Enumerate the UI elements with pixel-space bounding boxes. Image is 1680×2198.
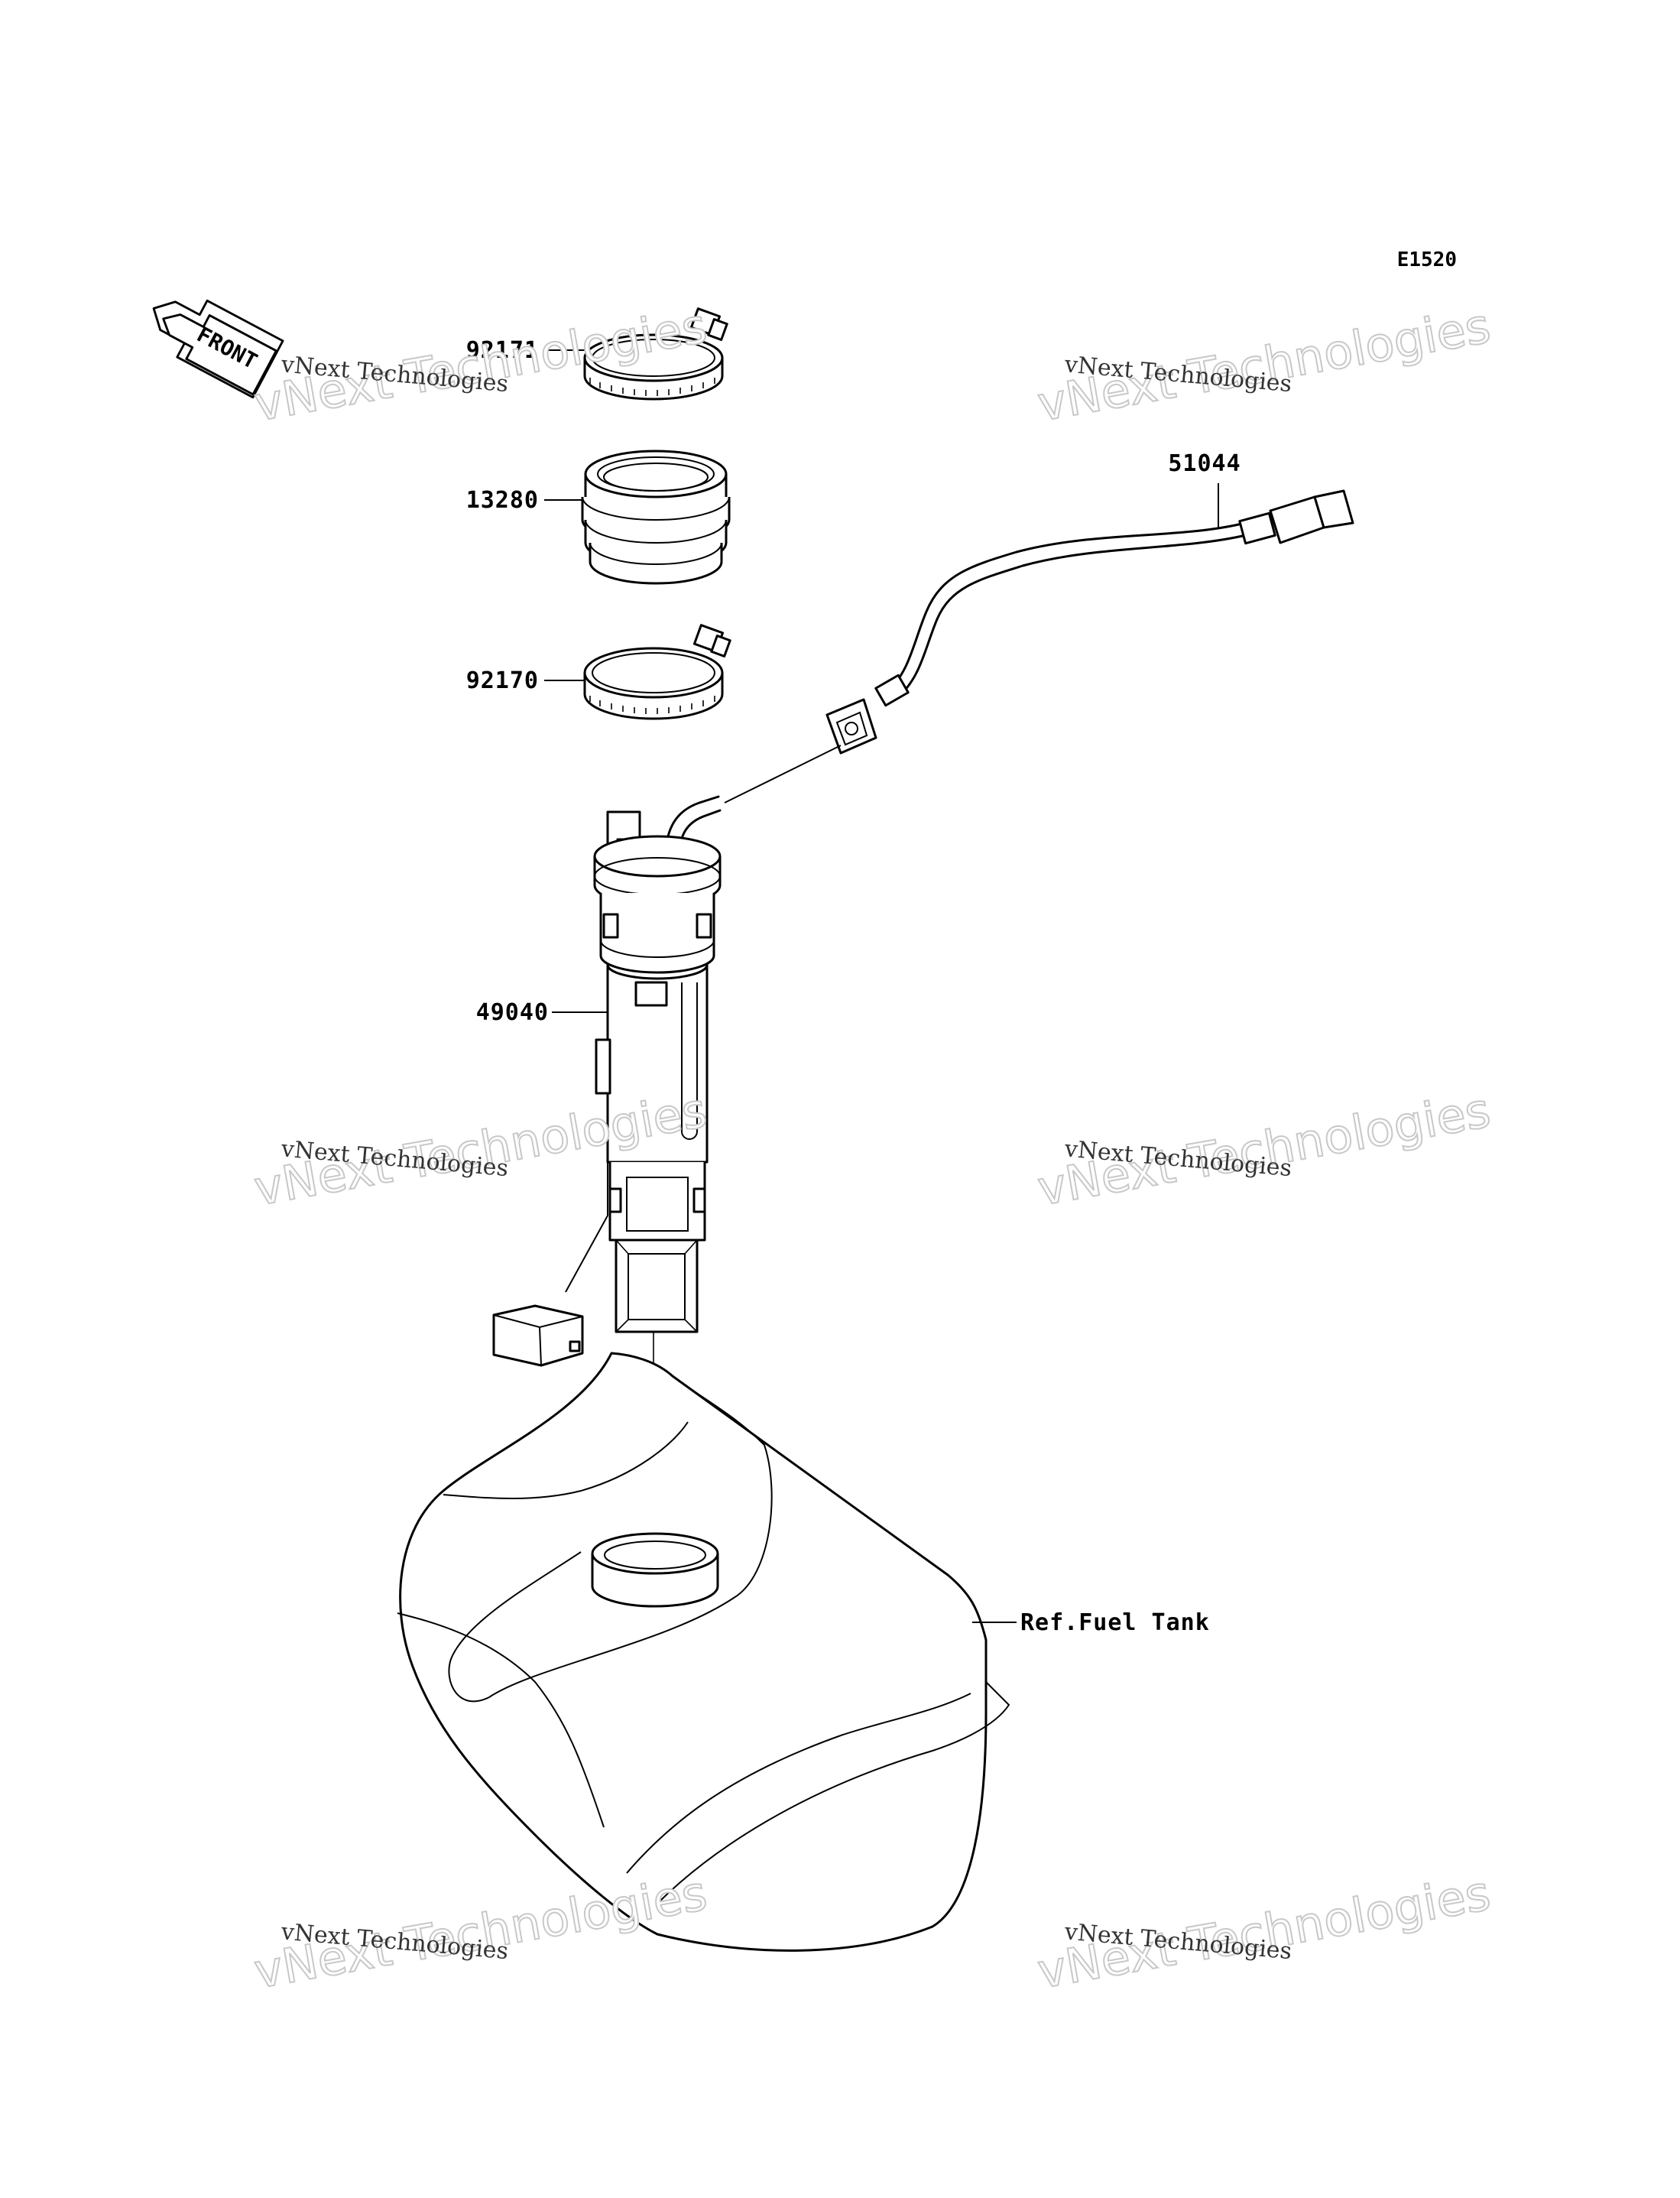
part-label-51044: 51044 [1168,450,1241,477]
hose-clamp-92170 [583,624,731,720]
watermark: vNext Technologies vNext Technologies [249,1864,712,2000]
reference-label-fuel-tank: Ref.Fuel Tank [1020,1609,1210,1636]
part-label-13280: 13280 [466,487,539,514]
part-label-92170: 92170 [466,667,539,694]
front-direction-arrow: FRONT [152,299,284,399]
part-label-92171: 92171 [466,337,539,364]
fuel-tank-reference [397,1352,1010,1952]
wire-harness-51044 [724,489,1354,804]
hose-clamp-92171 [583,307,728,401]
fuel-pump-grommet-13280 [581,450,731,585]
watermark: vNext Technologies vNext Technologies [1033,1081,1495,1217]
watermark: vNext Technologies vNext Technologies [1033,1864,1495,2000]
part-label-49040: 49040 [476,999,549,1026]
watermark: vNext Technologies vNext Technologies [1033,297,1495,433]
diagram-code: E1520 [1397,248,1457,271]
fuel-pump-assembly-49040 [492,795,722,1367]
